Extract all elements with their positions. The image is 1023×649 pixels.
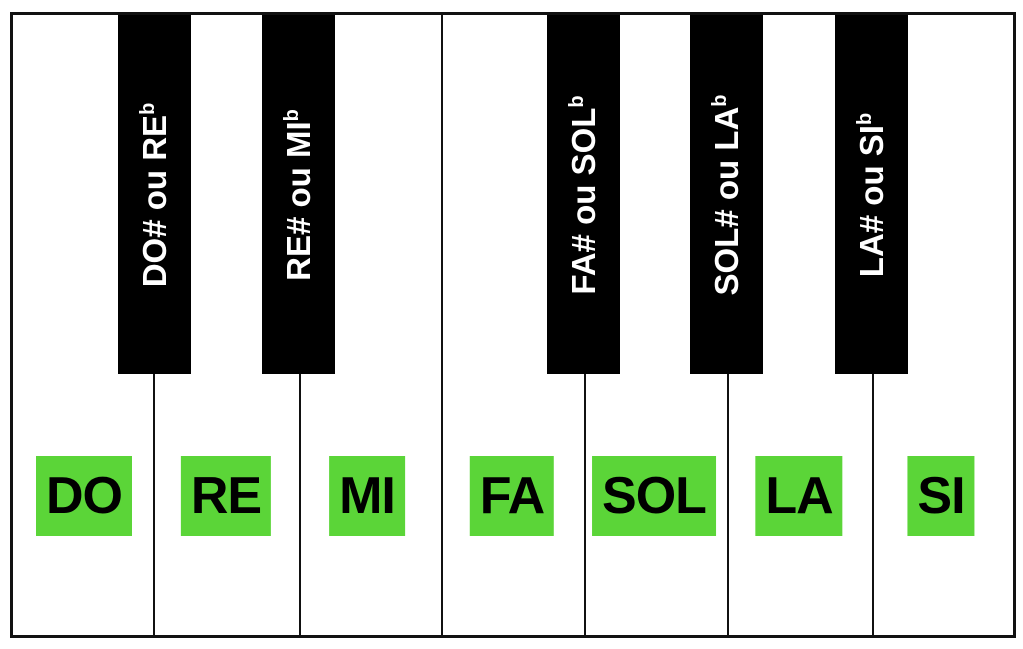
- black-key-do-sharp[interactable]: DO# ou REb: [118, 15, 191, 374]
- flat-sign: b: [280, 108, 303, 121]
- note-label-re: RE: [180, 456, 272, 536]
- note-label-sol: SOL: [592, 456, 716, 536]
- note-label-do: DO: [36, 456, 132, 536]
- black-key-label-text: RE# ou MI: [279, 120, 317, 281]
- flat-sign: b: [853, 112, 876, 125]
- flat-sign: b: [708, 93, 731, 107]
- black-key-label-text: SOL# ou LA: [707, 106, 745, 296]
- black-key-label: FA# ou SOLb: [565, 95, 603, 294]
- white-key-fa[interactable]: [441, 15, 584, 635]
- black-key-fa-sharp[interactable]: FA# ou SOLb: [547, 15, 620, 374]
- black-key-label-text: FA# ou SOL: [564, 107, 602, 295]
- flat-sign: b: [136, 102, 159, 115]
- piano-keyboard: DO RE MI FA SOL LA SI DO# ou REb RE# ou …: [10, 12, 1016, 638]
- black-key-label-text: LA# ou SI: [852, 124, 890, 277]
- note-label-la: LA: [755, 456, 843, 536]
- black-key-la-sharp[interactable]: LA# ou SIb: [835, 15, 908, 374]
- black-key-label: LA# ou SIb: [853, 112, 891, 276]
- note-label-fa: FA: [469, 456, 555, 536]
- black-key-label: RE# ou MIb: [280, 109, 318, 281]
- black-key-label: SOL# ou LAb: [708, 94, 746, 295]
- black-key-sol-sharp[interactable]: SOL# ou LAb: [690, 15, 763, 374]
- note-label-mi: MI: [329, 456, 405, 536]
- black-key-re-sharp[interactable]: RE# ou MIb: [262, 15, 335, 374]
- black-key-label: DO# ou REb: [136, 102, 174, 287]
- note-label-si: SI: [907, 456, 975, 536]
- flat-sign: b: [565, 94, 588, 108]
- black-key-label-text: DO# ou RE: [135, 114, 173, 287]
